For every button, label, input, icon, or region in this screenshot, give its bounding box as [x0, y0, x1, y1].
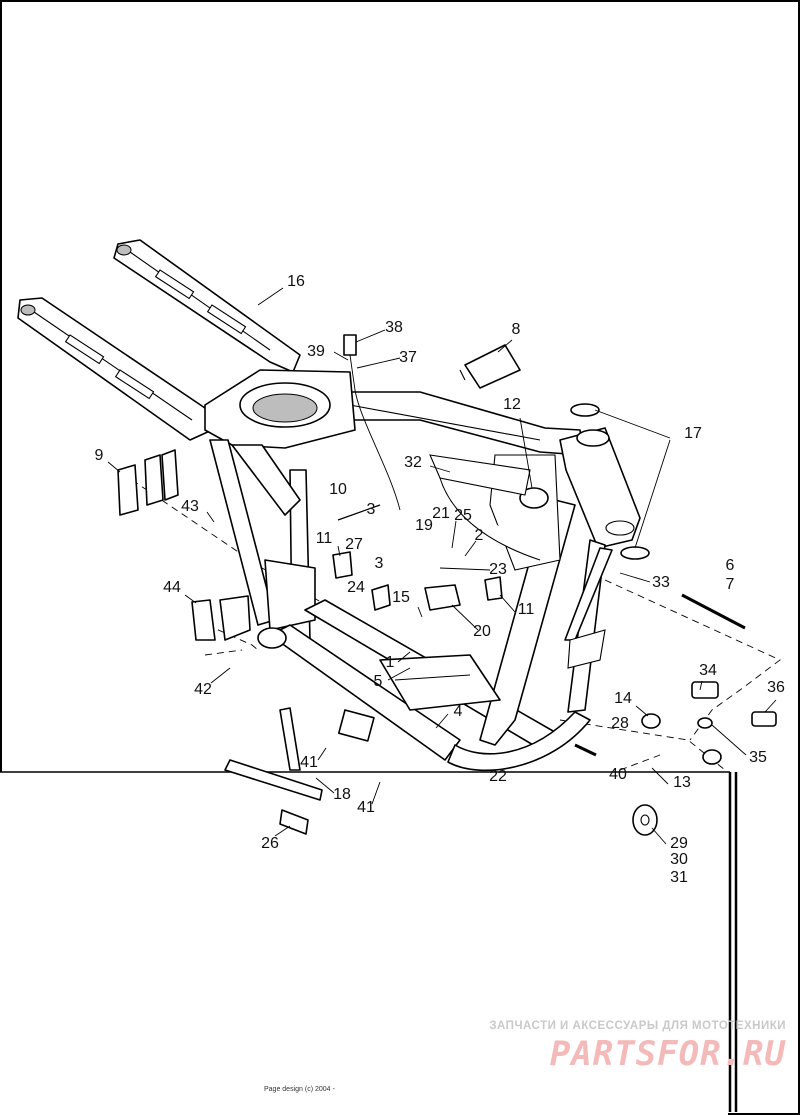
callout-c3b: 3	[375, 555, 384, 572]
callout-c40: 40	[609, 766, 627, 783]
callout-c14: 14	[614, 690, 632, 707]
callout-c7: 7	[726, 576, 735, 593]
callout-c23: 23	[489, 561, 507, 578]
watermark: ЗАПЧАСТИ И АКСЕССУАРЫ ДЛЯ МОТОТЕХНИКИ PA…	[489, 1020, 786, 1074]
callout-c37: 37	[399, 349, 417, 366]
small-parts	[117, 334, 777, 836]
callout-c3a: 3	[367, 501, 376, 518]
swingarm-upper	[113, 239, 301, 373]
callout-c13: 13	[673, 774, 691, 791]
callout-c21: 21	[432, 505, 450, 522]
callout-c29: 29	[670, 835, 688, 852]
blank-region	[0, 772, 728, 1115]
callout-c35: 35	[749, 749, 767, 766]
callout-c11b: 11	[518, 601, 535, 618]
callout-c38: 38	[385, 319, 403, 336]
watermark-tagline: ЗАПЧАСТИ И АКСЕССУАРЫ ДЛЯ МОТОТЕХНИКИ	[489, 1020, 786, 1032]
callout-c9: 9	[95, 447, 104, 464]
callout-c42: 42	[194, 681, 212, 698]
callout-c24: 24	[347, 579, 365, 596]
callout-c36: 36	[767, 679, 785, 696]
callout-c27: 27	[345, 536, 363, 553]
callout-c22: 22	[489, 768, 507, 785]
callout-c5: 5	[374, 673, 383, 690]
callout-c32: 32	[404, 454, 422, 471]
callout-c4: 4	[454, 703, 463, 720]
callout-c44: 44	[163, 579, 181, 596]
callout-c11a: 11	[316, 530, 333, 547]
footer-credit: Page design (c) 2004 -	[264, 1086, 335, 1093]
callout-c25: 25	[454, 507, 472, 524]
callout-c6: 6	[726, 557, 735, 574]
callout-c15: 15	[392, 589, 410, 606]
callout-c34: 34	[699, 662, 717, 679]
callout-c39: 39	[307, 343, 325, 360]
callout-c10: 10	[329, 481, 347, 498]
callout-c41b: 41	[357, 799, 375, 816]
callout-c30: 30	[670, 851, 688, 868]
watermark-brand: PARTSFOR.RU	[549, 1034, 786, 1074]
callout-c26: 26	[261, 835, 279, 852]
callout-c28: 28	[611, 715, 629, 732]
callout-c8: 8	[512, 321, 521, 338]
callout-c2: 2	[475, 527, 484, 544]
callout-c43: 43	[181, 498, 199, 515]
swingarm-lower	[17, 297, 213, 441]
callout-c17: 17	[684, 425, 702, 442]
leader-lines	[107, 287, 777, 845]
main-frame	[204, 369, 641, 801]
callout-c18: 18	[333, 786, 351, 803]
callout-c41a: 41	[300, 754, 318, 771]
callout-c12: 12	[503, 396, 521, 413]
callout-c19: 19	[415, 517, 433, 534]
callout-c33: 33	[652, 574, 670, 591]
callout-c31: 31	[670, 869, 688, 886]
callout-c20: 20	[473, 623, 491, 640]
callout-c1: 1	[386, 654, 395, 671]
callout-c16: 16	[287, 273, 305, 290]
